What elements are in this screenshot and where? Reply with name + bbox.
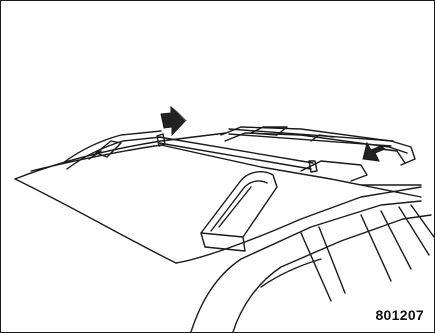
figure-code: 801207 <box>375 307 424 323</box>
front-crossbar <box>157 134 317 172</box>
rail-support <box>201 172 277 251</box>
roof-body <box>161 145 421 197</box>
front-crossbar-rotate-arrow-icon <box>161 107 187 135</box>
